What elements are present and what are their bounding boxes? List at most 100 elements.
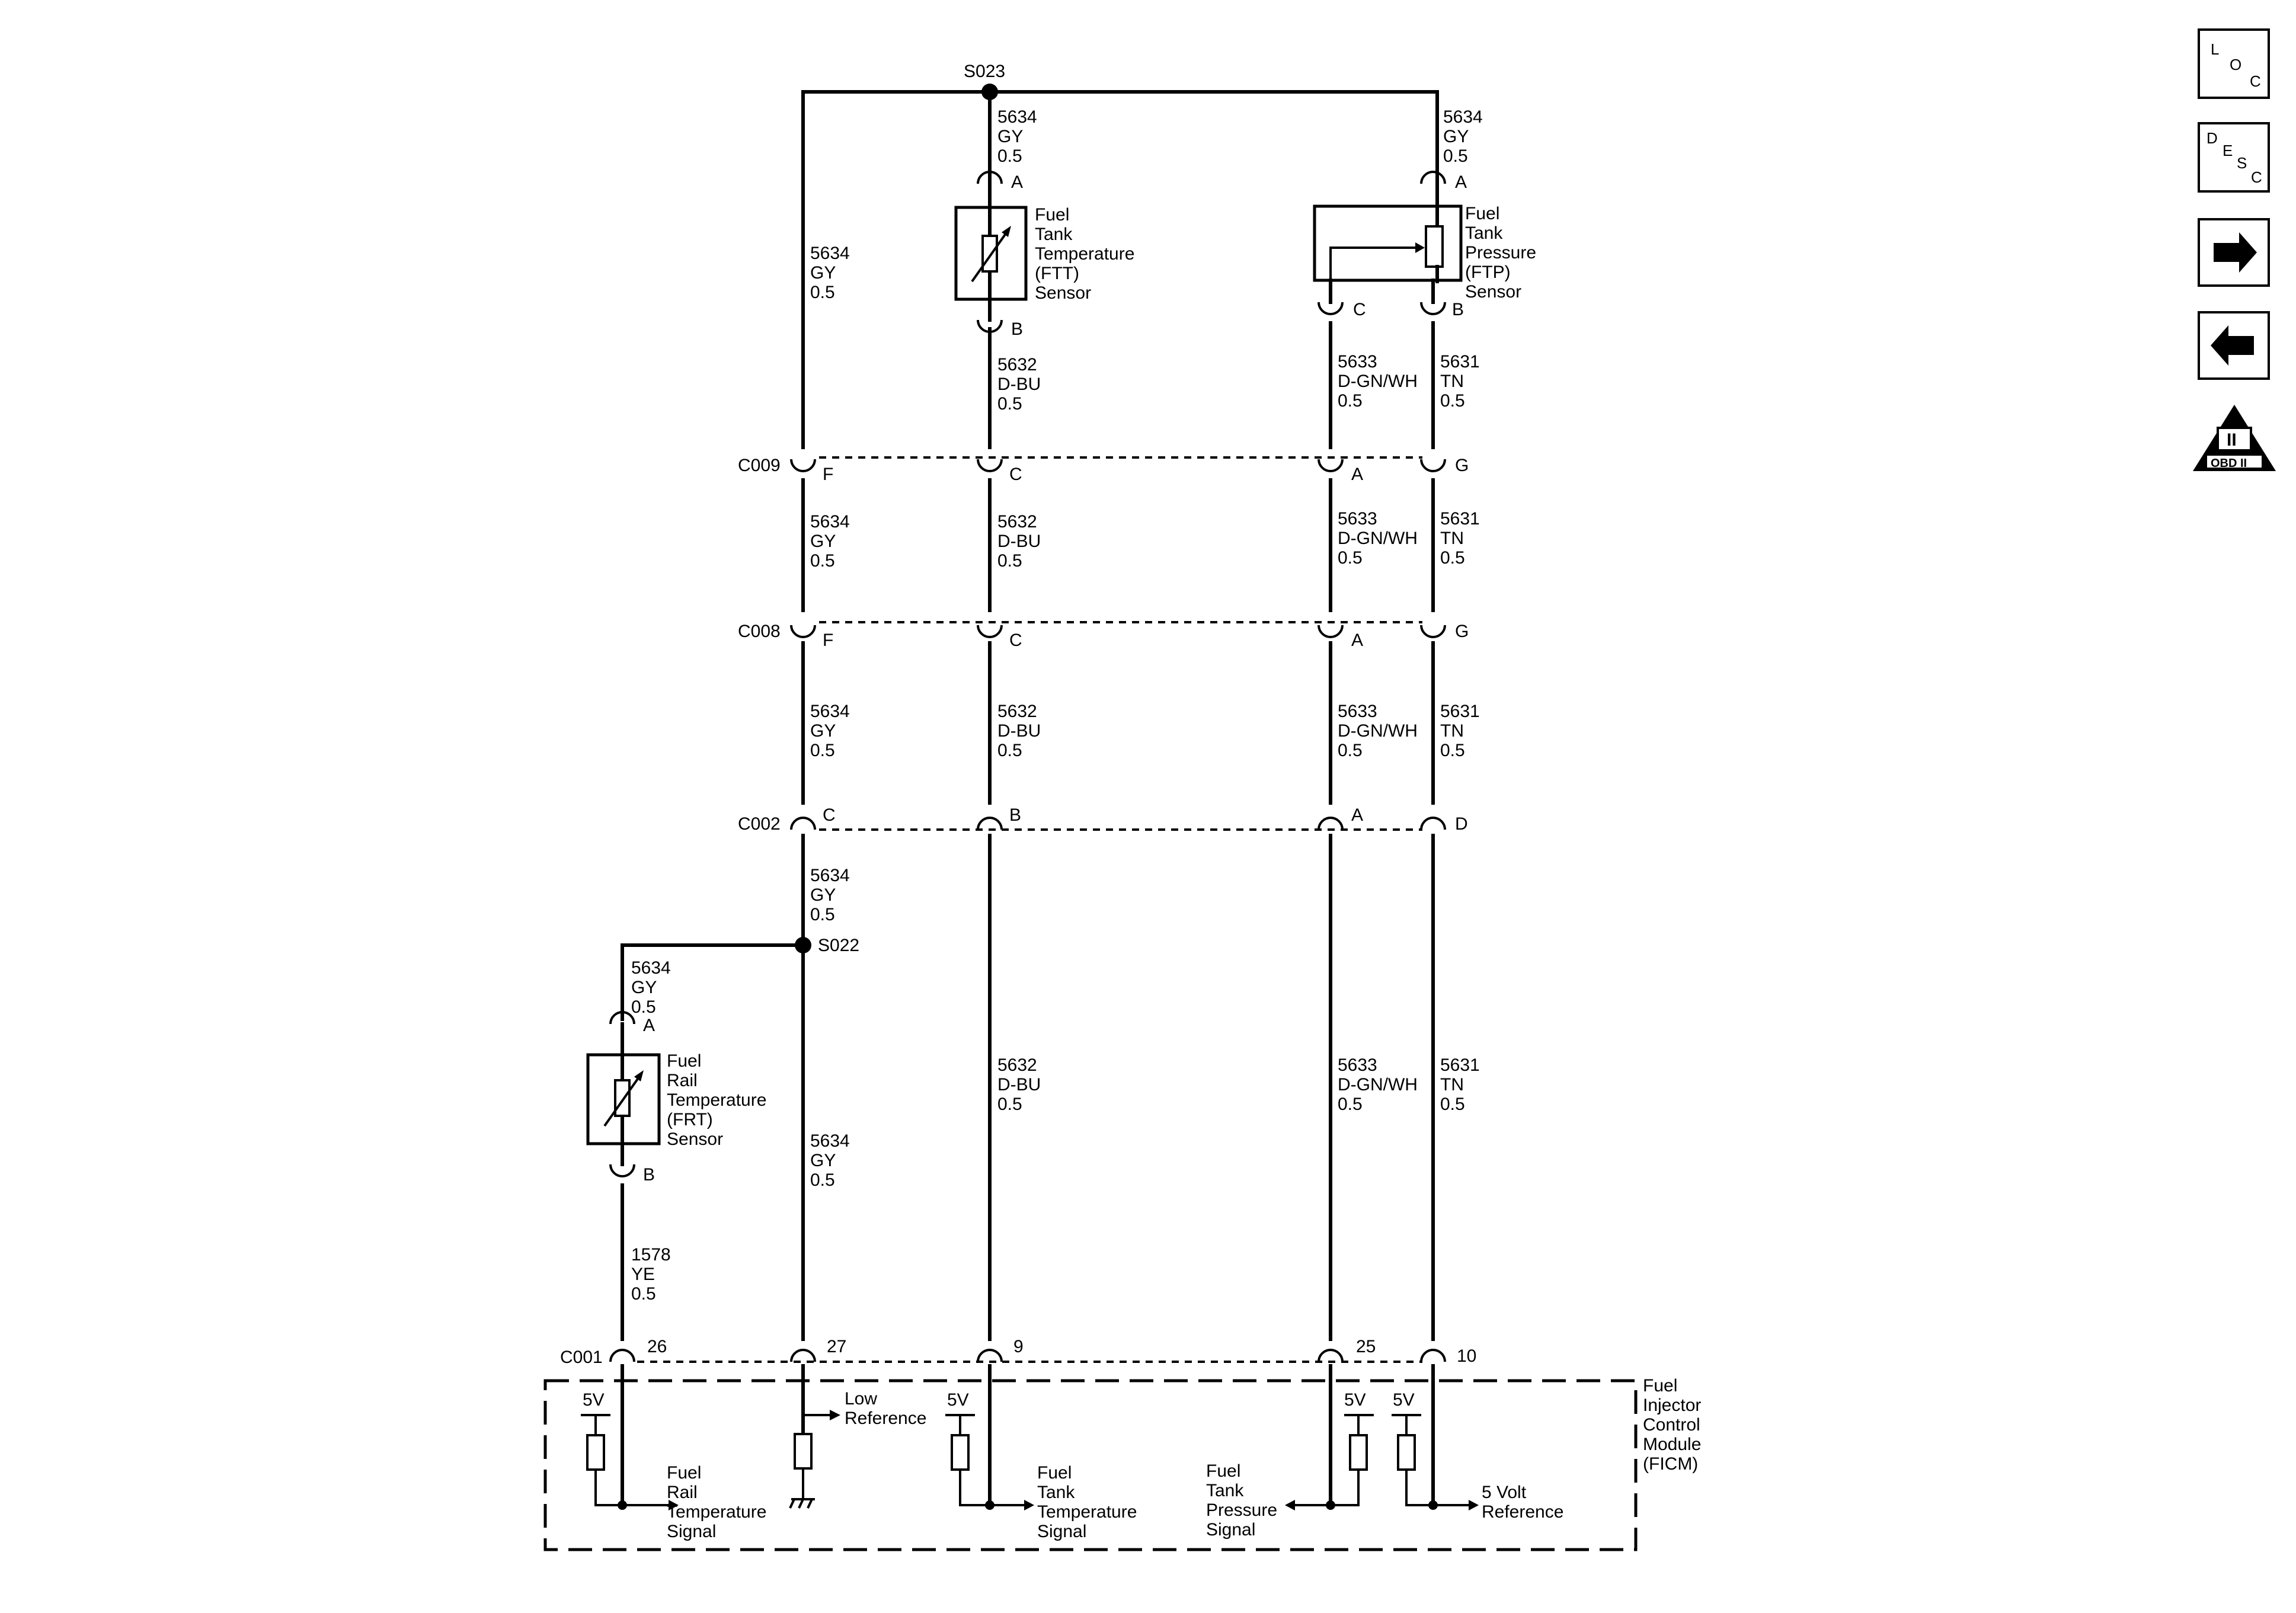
left-arrow-icon <box>2211 325 2254 366</box>
frt-pin-a: A <box>643 1016 655 1035</box>
frt-pin-a-cup <box>609 1011 635 1025</box>
arrow-right-icon <box>669 1500 679 1510</box>
obd-ii-button[interactable]: II OBD II <box>2193 405 2276 471</box>
svg-text:D: D <box>2207 129 2218 147</box>
arrow-right-icon <box>1469 1500 1479 1510</box>
supply-5v-label-frt: 5V <box>583 1390 605 1410</box>
c002-pin-b: B <box>1009 805 1021 825</box>
resistor-icon <box>1397 1434 1416 1471</box>
ftp-pin-b: B <box>1452 300 1464 319</box>
connector-c002-cups <box>790 817 1446 830</box>
c008-pin-c: C <box>1009 631 1022 650</box>
connector-c009-label: C009 <box>738 456 781 475</box>
resistor-icon <box>951 1434 970 1471</box>
resistor-icon <box>586 1434 605 1471</box>
c009-pin-c: C <box>1009 465 1022 484</box>
arrow-right-icon <box>830 1410 840 1420</box>
c009-pin-f: F <box>823 465 833 484</box>
connector-c008-label: C008 <box>738 622 781 641</box>
c001-pin-26: 26 <box>647 1337 667 1356</box>
splice-s022-label: S022 <box>818 936 859 955</box>
c001-pin-25: 25 <box>1356 1337 1376 1356</box>
ftt-pin-b-cup <box>977 319 1003 333</box>
loc-button[interactable]: L O C <box>2198 28 2270 99</box>
splice-dot-s022 <box>795 937 811 953</box>
supply-5v-label-ftt: 5V <box>947 1390 969 1410</box>
supply-5v-label-ftp: 5V <box>1344 1390 1366 1410</box>
connectors: C009 F C A G C008 F C A G C002 <box>560 456 1476 1367</box>
arrow-right-icon <box>1024 1500 1034 1510</box>
ftt-pin-a: A <box>1011 172 1023 192</box>
ground-icon <box>789 1498 815 1509</box>
c002-pin-d: D <box>1455 814 1468 834</box>
c002-pin-a: A <box>1351 805 1363 825</box>
supply-5v-label-ref: 5V <box>1393 1390 1415 1410</box>
ftp-pin-b-cup <box>1420 302 1446 315</box>
ftt-pin-b: B <box>1011 319 1023 339</box>
c001-pin-9: 9 <box>1013 1337 1024 1356</box>
connector-c001-label: C001 <box>560 1348 603 1367</box>
ftt-pin-a-cup <box>977 171 1003 184</box>
c001-pin-10: 10 <box>1457 1346 1476 1366</box>
svg-text:L: L <box>2211 40 2219 58</box>
ftp-pin-c-cup <box>1318 302 1344 315</box>
connector-c001-cups <box>609 1349 1446 1362</box>
wire-gy-to-frt <box>621 943 805 1021</box>
c001-pin-27: 27 <box>827 1337 846 1356</box>
desc-button[interactable]: D E S C <box>2198 122 2270 193</box>
splice-dot-s023 <box>981 84 998 100</box>
connector-c009-cups <box>790 459 1446 472</box>
c009-pin-g: G <box>1455 456 1469 475</box>
back-button[interactable] <box>2198 311 2270 380</box>
svg-text:OBD II: OBD II <box>2211 457 2247 470</box>
forward-button[interactable] <box>2198 218 2270 287</box>
c008-pin-f: F <box>823 631 833 650</box>
resistor-icon <box>794 1433 813 1470</box>
frt-pin-b-cup <box>609 1164 635 1177</box>
c008-pin-a: A <box>1351 631 1363 650</box>
thermistor-icon <box>981 235 998 273</box>
wire-gy-top-bus <box>801 90 1439 449</box>
ftp-pin-a: A <box>1455 172 1467 192</box>
svg-text:II: II <box>2227 430 2237 450</box>
ftp-pin-c: C <box>1353 300 1366 319</box>
resistor-icon <box>1349 1434 1368 1471</box>
connector-c008-cups <box>790 625 1446 638</box>
connector-c002-label: C002 <box>738 814 781 834</box>
wires <box>621 90 1439 1341</box>
right-arrow-icon <box>2214 232 2257 273</box>
splices: S023 S022 <box>795 62 1005 955</box>
